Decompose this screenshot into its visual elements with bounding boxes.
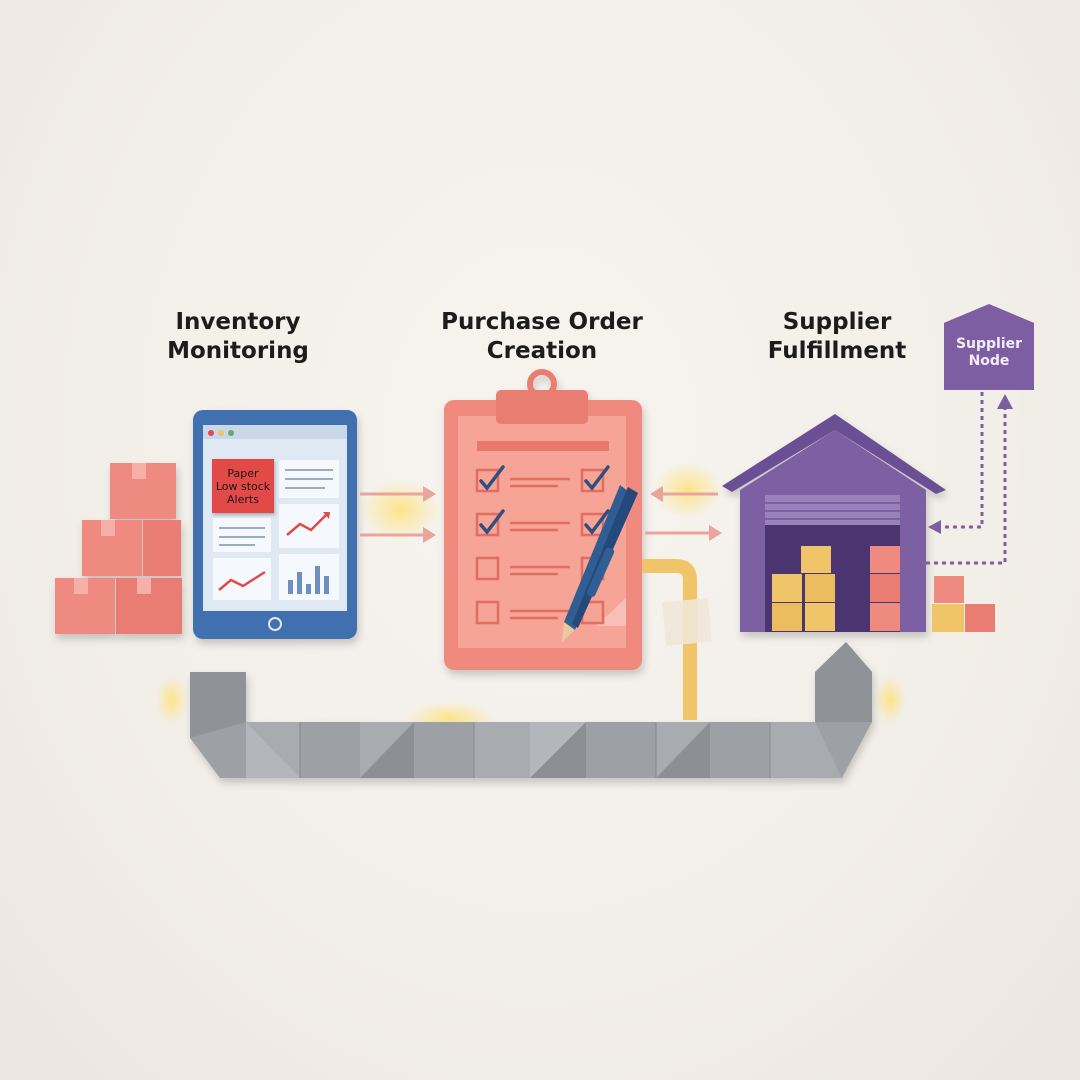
supplier-node-line: Supplier	[955, 336, 1023, 352]
checkbox-left	[475, 468, 500, 493]
checkbox-left	[475, 600, 500, 625]
checklist-item	[475, 509, 610, 537]
stage-title-line: Purchase Order	[441, 309, 643, 335]
supplier-node: Supplier Node	[944, 304, 1034, 390]
conveyor-loop	[190, 642, 872, 778]
checkmark-icon	[584, 509, 610, 535]
low-stock-alert-note: Paper Low stock Alerts	[212, 459, 274, 513]
supplier-node-line: Node	[968, 353, 1010, 369]
flow-arrows-to-clipboard	[360, 486, 436, 543]
checkbox-left	[475, 556, 500, 581]
checklist-item	[475, 600, 605, 625]
checkmark-icon	[479, 465, 505, 491]
supplier-connection-lines	[926, 392, 1013, 565]
stage-title-line: Fulfillment	[767, 338, 907, 364]
flow-arrows-to-warehouse	[645, 486, 722, 541]
stage-title-line: Supplier	[782, 309, 892, 335]
checkbox-right	[580, 512, 605, 537]
yellow-feed-strip	[642, 559, 712, 720]
checkmark-icon	[479, 509, 505, 535]
stage-title-line: Monitoring	[167, 338, 309, 364]
checklist-item	[475, 465, 610, 493]
clipboard-checklist	[475, 465, 610, 625]
checkmark-icon	[584, 465, 610, 491]
alert-note-line: Low stock	[215, 479, 271, 493]
stage-title-line: Creation	[486, 338, 598, 364]
stage-title-inventory-monitoring: Inventory Monitoring	[167, 308, 309, 366]
alert-note-line: Alerts	[227, 492, 259, 506]
stage-title-purchase-order-creation: Purchase Order Creation	[441, 308, 643, 366]
checkbox-right	[580, 468, 605, 493]
stage-title-line: Inventory	[175, 309, 301, 335]
warehouse-boxes	[772, 546, 995, 632]
inventory-box-stack	[55, 463, 182, 634]
pen-icon	[562, 485, 638, 642]
alert-note-line: Paper	[227, 466, 259, 480]
tablet-device	[193, 410, 357, 639]
stage-title-supplier-fulfillment: Supplier Fulfillment	[768, 308, 907, 366]
checkbox-left	[475, 512, 500, 537]
